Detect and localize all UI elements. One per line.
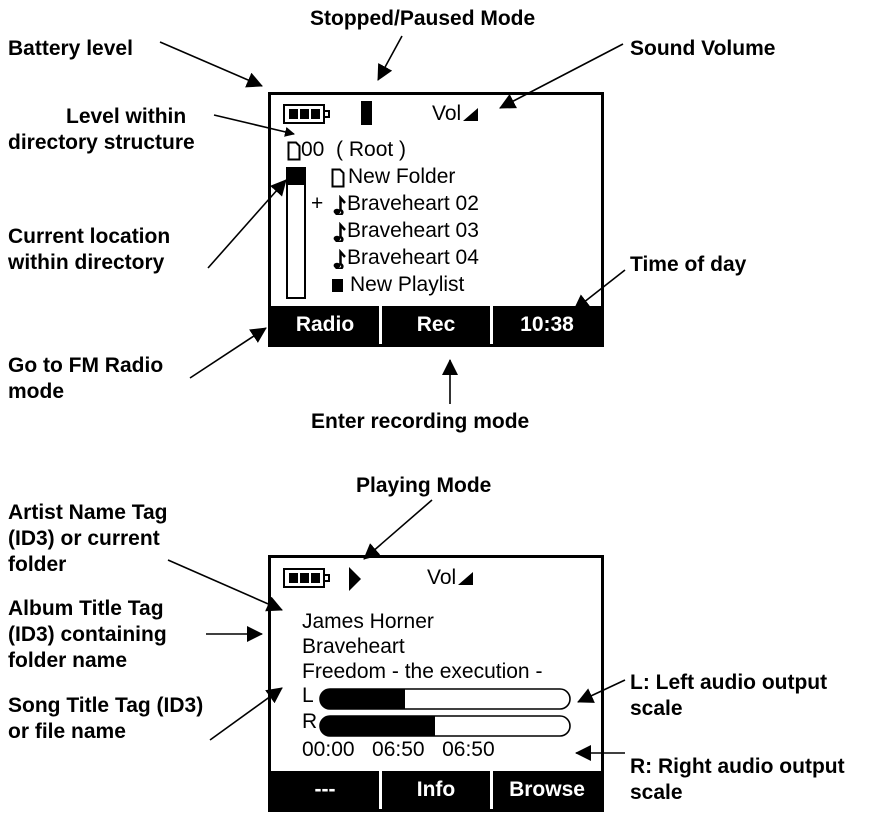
artist-tag-label-line1: Artist Name Tag [8,501,168,524]
sound-volume-arrow [499,43,624,109]
current-location-arrow [207,179,287,269]
level-within-label-line2: directory structure [8,131,195,154]
right-audio-meter [319,715,571,737]
album-title: Braveheart [302,635,405,658]
playing-mode-label: Playing Mode [356,474,492,497]
level-within-label-line1: Level within [66,105,187,128]
battery-level-label: Battery level [8,37,133,60]
time-readout: 00:00 06:50 06:50 [302,738,495,761]
list-item[interactable]: Braveheart 02 [347,192,479,215]
right-scale-label-line2: scale [630,781,683,804]
left-scale-arrow [577,679,626,703]
left-scale-label-line1: L: Left audio output [630,671,828,694]
volume-label: Vol [427,566,457,589]
time-of-day-arrow [573,269,626,311]
list-item[interactable]: Braveheart 04 [347,246,479,269]
rec-softkey[interactable]: Rec [382,306,490,344]
list-item[interactable]: Braveheart 03 [347,219,479,242]
music-note-icon [333,221,347,247]
battery-level-arrow [159,41,263,88]
artist-name: James Horner [302,610,434,633]
expand-marker: + [311,192,324,215]
album-tag-label-line2: (ID3) containing [8,623,167,646]
stopped-paused-mode-label: Stopped/Paused Mode [310,7,536,30]
volume-label: Vol [432,102,462,125]
softkey-bar: --- Info Browse [271,771,601,809]
play-triangle-icon [348,566,362,597]
scroll-thumb[interactable] [288,169,304,185]
time-of-day-label: Time of day [630,253,747,276]
playing-mode-arrow [363,499,433,560]
artist-tag-label-line3: folder [8,553,67,576]
music-note-icon [333,194,347,220]
softkey-bar: Radio Rec 10:38 [271,306,601,344]
go-fm-radio-label-line2: mode [8,380,65,403]
battery-icon [283,568,330,588]
clock-softkey: 10:38 [493,306,601,344]
artist-tag-arrow [167,559,283,612]
album-tag-label-line1: Album Title Tag [8,597,164,620]
song-tag-label-line2: or file name [8,720,126,743]
left-scale-label-line2: scale [630,697,683,720]
level-within-arrow [213,114,295,137]
right-channel-label: R [302,710,318,733]
blank-softkey[interactable]: --- [271,771,379,809]
stopped-mode-icon [361,101,372,125]
song-tag-arrow [209,687,283,741]
right-scale-label-line1: R: Right audio output [630,755,845,778]
info-softkey[interactable]: Info [382,771,490,809]
battery-icon [283,104,330,124]
enter-recording-label: Enter recording mode [311,410,530,433]
directory-scrollbar[interactable] [286,167,306,299]
meter-outline [319,688,571,710]
current-location-label-line2: within directory [8,251,165,274]
music-note-icon [333,248,347,274]
meter-outline [319,715,571,737]
list-item[interactable]: New Folder [348,165,456,188]
play-screen: Vol James Horner Braveheart Freedom - th… [268,555,604,812]
root-folder-icon [287,141,301,166]
go-fm-radio-label-line1: Go to FM Radio [8,354,164,377]
left-channel-label: L [302,684,314,707]
radio-softkey[interactable]: Radio [271,306,379,344]
stopped-mode-arrow [377,35,403,81]
song-title: Freedom - the execution - [302,660,543,683]
list-item[interactable]: New Playlist [350,273,465,296]
browse-screen: Vol 00 ( Root ) New Folder + Braveheart … [268,92,604,347]
current-location-label-line1: Current location [8,225,171,248]
album-tag-label-line3: folder name [8,649,128,672]
sound-volume-label: Sound Volume [630,37,776,60]
meter-fill [320,689,405,709]
left-audio-meter [319,688,571,710]
meter-fill [320,716,435,736]
browse-softkey[interactable]: Browse [493,771,601,809]
playlist-square-icon [332,279,343,292]
root-label: 00 ( Root ) [301,138,407,161]
song-tag-label-line1: Song Title Tag (ID3) [8,694,204,717]
folder-icon [331,168,345,193]
artist-tag-label-line2: (ID3) or current [8,527,160,550]
volume-triangle-icon [463,108,479,127]
volume-triangle-icon [458,572,474,591]
go-fm-radio-arrow [189,327,267,379]
